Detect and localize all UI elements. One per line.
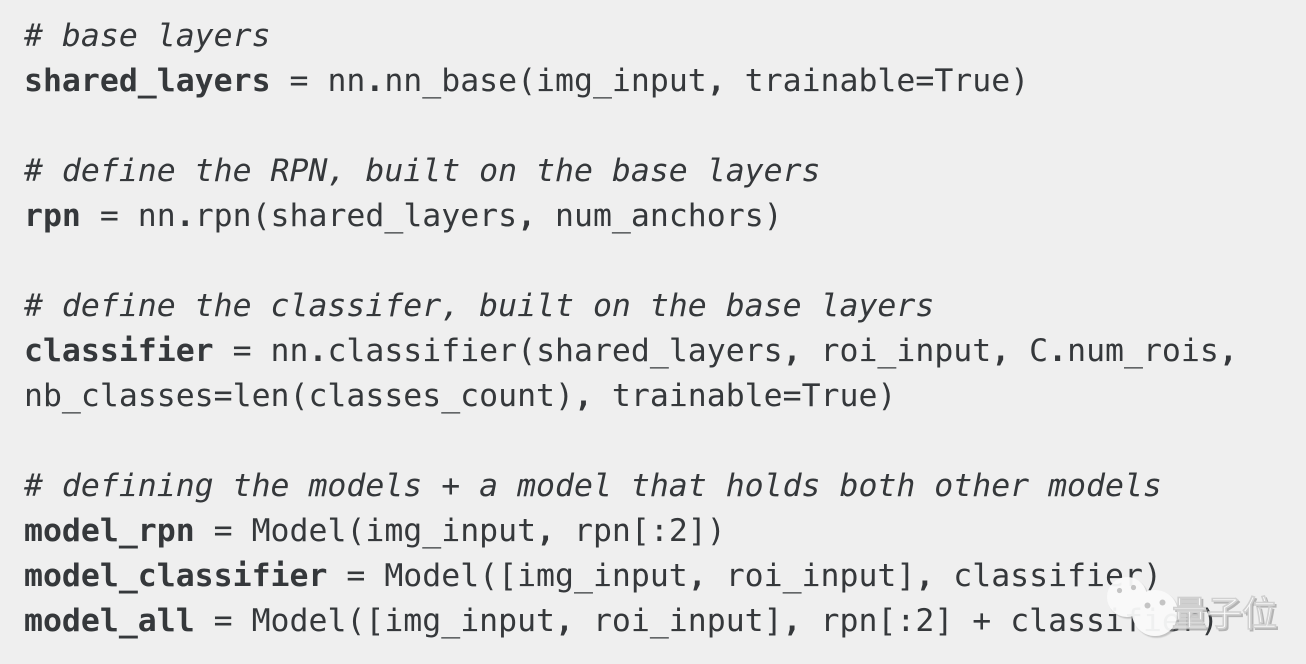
code-comment-line: # defining the models + a model that hol… <box>24 468 1162 504</box>
code-blank-line <box>24 419 1238 464</box>
code-line: nb_classes=len(classes_count), trainable… <box>24 378 897 414</box>
code-comment-line: # define the RPN, built on the base laye… <box>24 153 821 189</box>
code-line: model_classifier = Model([img_input, roi… <box>24 558 1162 594</box>
code-blank-line <box>24 239 1238 284</box>
code-line: classifier = nn.classifier(shared_layers… <box>24 333 1238 369</box>
code-block: # base layers shared_layers = nn.nn_base(… <box>24 14 1238 644</box>
code-line: model_all = Model([img_input, roi_input]… <box>24 603 1219 639</box>
code-line: rpn = nn.rpn(shared_layers, num_anchors) <box>24 198 783 234</box>
code-comment-line: # define the classifer, built on the bas… <box>24 288 935 324</box>
code-comment-line: # base layers <box>24 18 271 54</box>
code-blank-line <box>24 104 1238 149</box>
code-line: shared_layers = nn.nn_base(img_input, tr… <box>24 63 1030 99</box>
code-line: model_rpn = Model(img_input, rpn[:2]) <box>24 513 726 549</box>
